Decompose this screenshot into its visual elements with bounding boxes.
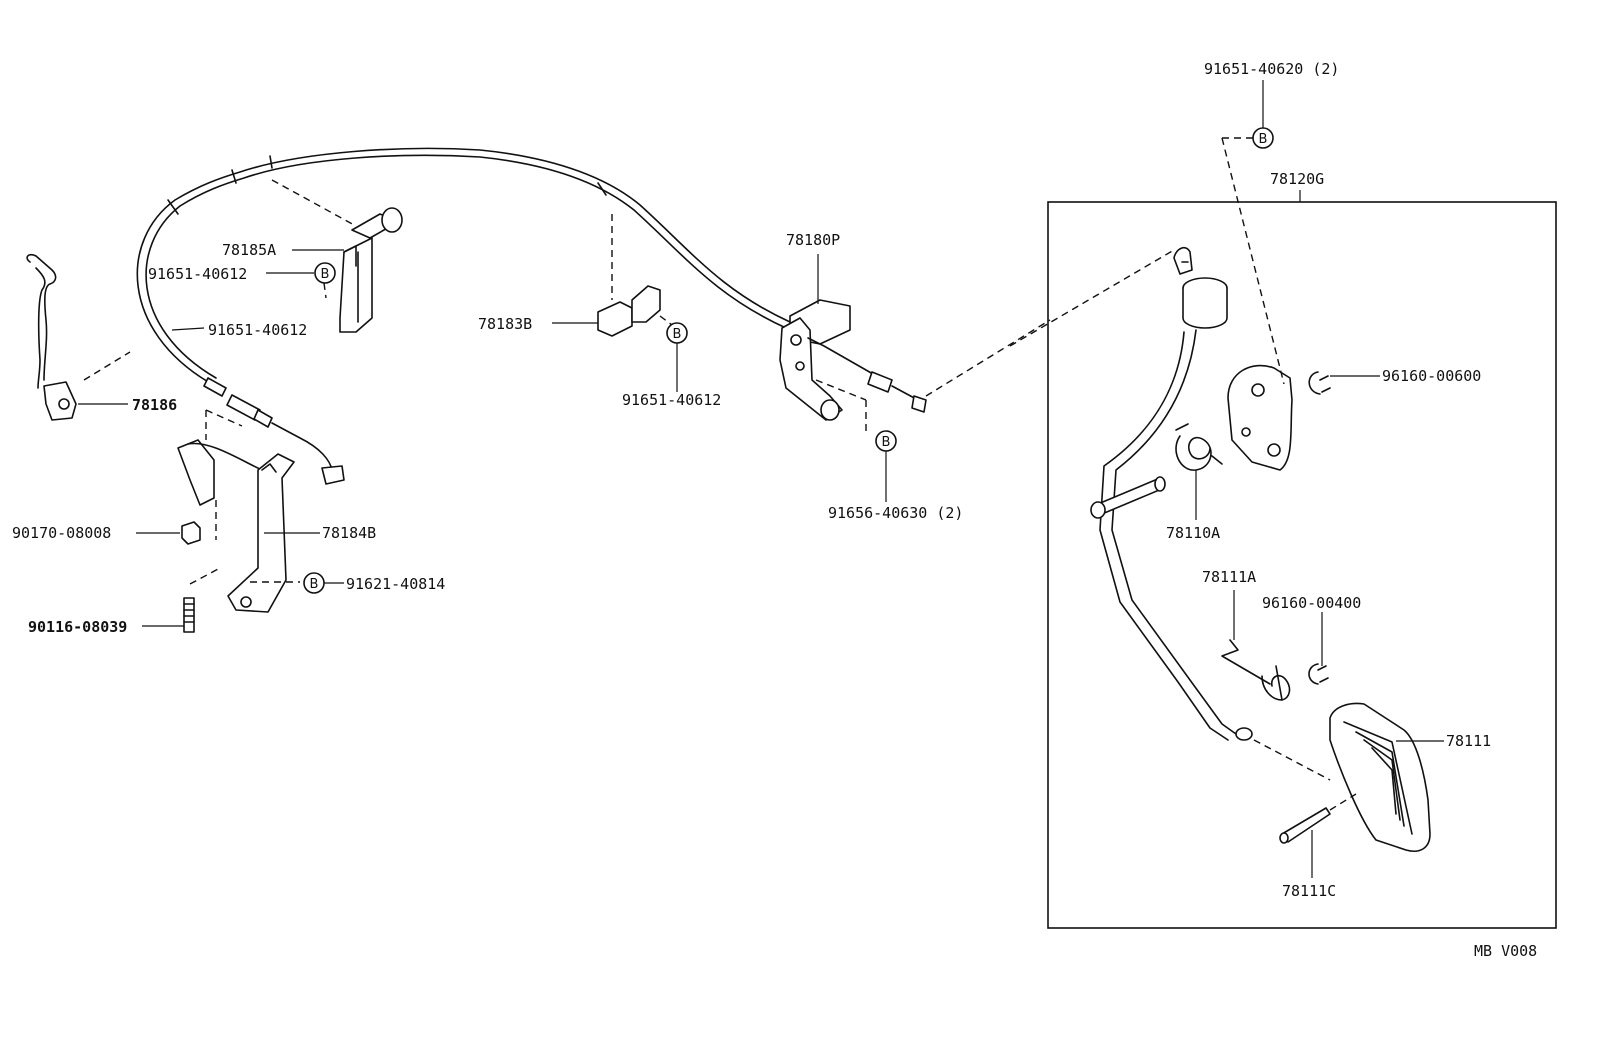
- bolt-marker-letter: B: [310, 577, 319, 592]
- part-78110A-torsion-spring: [1175, 423, 1223, 520]
- part-78111A-return-spring: [1221, 590, 1291, 701]
- part-90170-08008-nut: [181, 521, 201, 545]
- bolt-marker-letter: B: [321, 267, 330, 282]
- label-91651-40612-a: 91651-40612: [148, 265, 247, 283]
- bolt-marker-78183B: B: [666, 322, 688, 392]
- accelerator-cable: [136, 147, 791, 485]
- part-78120G-pedal-arm: [1009, 246, 1253, 741]
- part-78183B-cable-clamp: [597, 214, 677, 337]
- part-78186-wire-bracket: [26, 253, 131, 421]
- label-91651-40612-c: 91651-40612: [622, 391, 721, 409]
- leader-lines: [78, 249, 1444, 742]
- label-78110A: 78110A: [1166, 524, 1220, 542]
- part-96160-00600-e-clip: [1308, 371, 1331, 395]
- part-78120G-pedal-assembly-box: [1047, 190, 1557, 929]
- label-78180P: 78180P: [786, 231, 840, 249]
- bolt-marker-top-right: B: [1252, 80, 1274, 149]
- label-78183B: 78183B: [478, 315, 532, 333]
- label-78111A: 78111A: [1202, 568, 1256, 586]
- label-78111C: 78111C: [1282, 882, 1336, 900]
- label-78186: 78186: [132, 396, 177, 414]
- part-78184B-lever-bracket: [177, 409, 300, 613]
- bolt-marker-78185A: B: [314, 262, 336, 299]
- bolt-marker-78184B: B: [303, 572, 344, 594]
- label-96160-00600: 96160-00600: [1382, 367, 1481, 385]
- part-pedal-pivot-bracket: [1221, 137, 1293, 471]
- bolt-marker-letter: B: [673, 327, 682, 342]
- label-78185A: 78185A: [222, 241, 276, 259]
- label-90170-08008: 90170-08008: [12, 524, 111, 542]
- label-78111: 78111: [1446, 732, 1491, 750]
- bolt-marker-letter: B: [882, 435, 891, 450]
- part-78111C-pin: [1279, 793, 1357, 878]
- label-91621-40814: 91621-40814: [346, 575, 445, 593]
- part-96160-00400-e-clip: [1308, 663, 1329, 685]
- label-78120G: 78120G: [1270, 170, 1324, 188]
- bolt-marker-letter: B: [1259, 132, 1268, 147]
- part-78111-pedal-pad: [1253, 702, 1431, 852]
- label-90116-08039: 90116-08039: [28, 618, 127, 636]
- diagram-code: MB V008: [1474, 942, 1537, 960]
- part-90116-08039-stud: [183, 597, 195, 633]
- label-96160-00400: 96160-00400: [1262, 594, 1361, 612]
- bolt-marker-78180P: B: [875, 430, 897, 502]
- label-91656-40630: 91656-40630 (2): [828, 504, 963, 522]
- label-78184B: 78184B: [322, 524, 376, 542]
- part-78180P-pedal-bracket-mount: [779, 299, 1051, 432]
- label-91651-40612-b: 91651-40612: [208, 321, 307, 339]
- part-78185A-clamp-bracket: [271, 179, 403, 333]
- label-91651-40620: 91651-40620 (2): [1204, 60, 1339, 78]
